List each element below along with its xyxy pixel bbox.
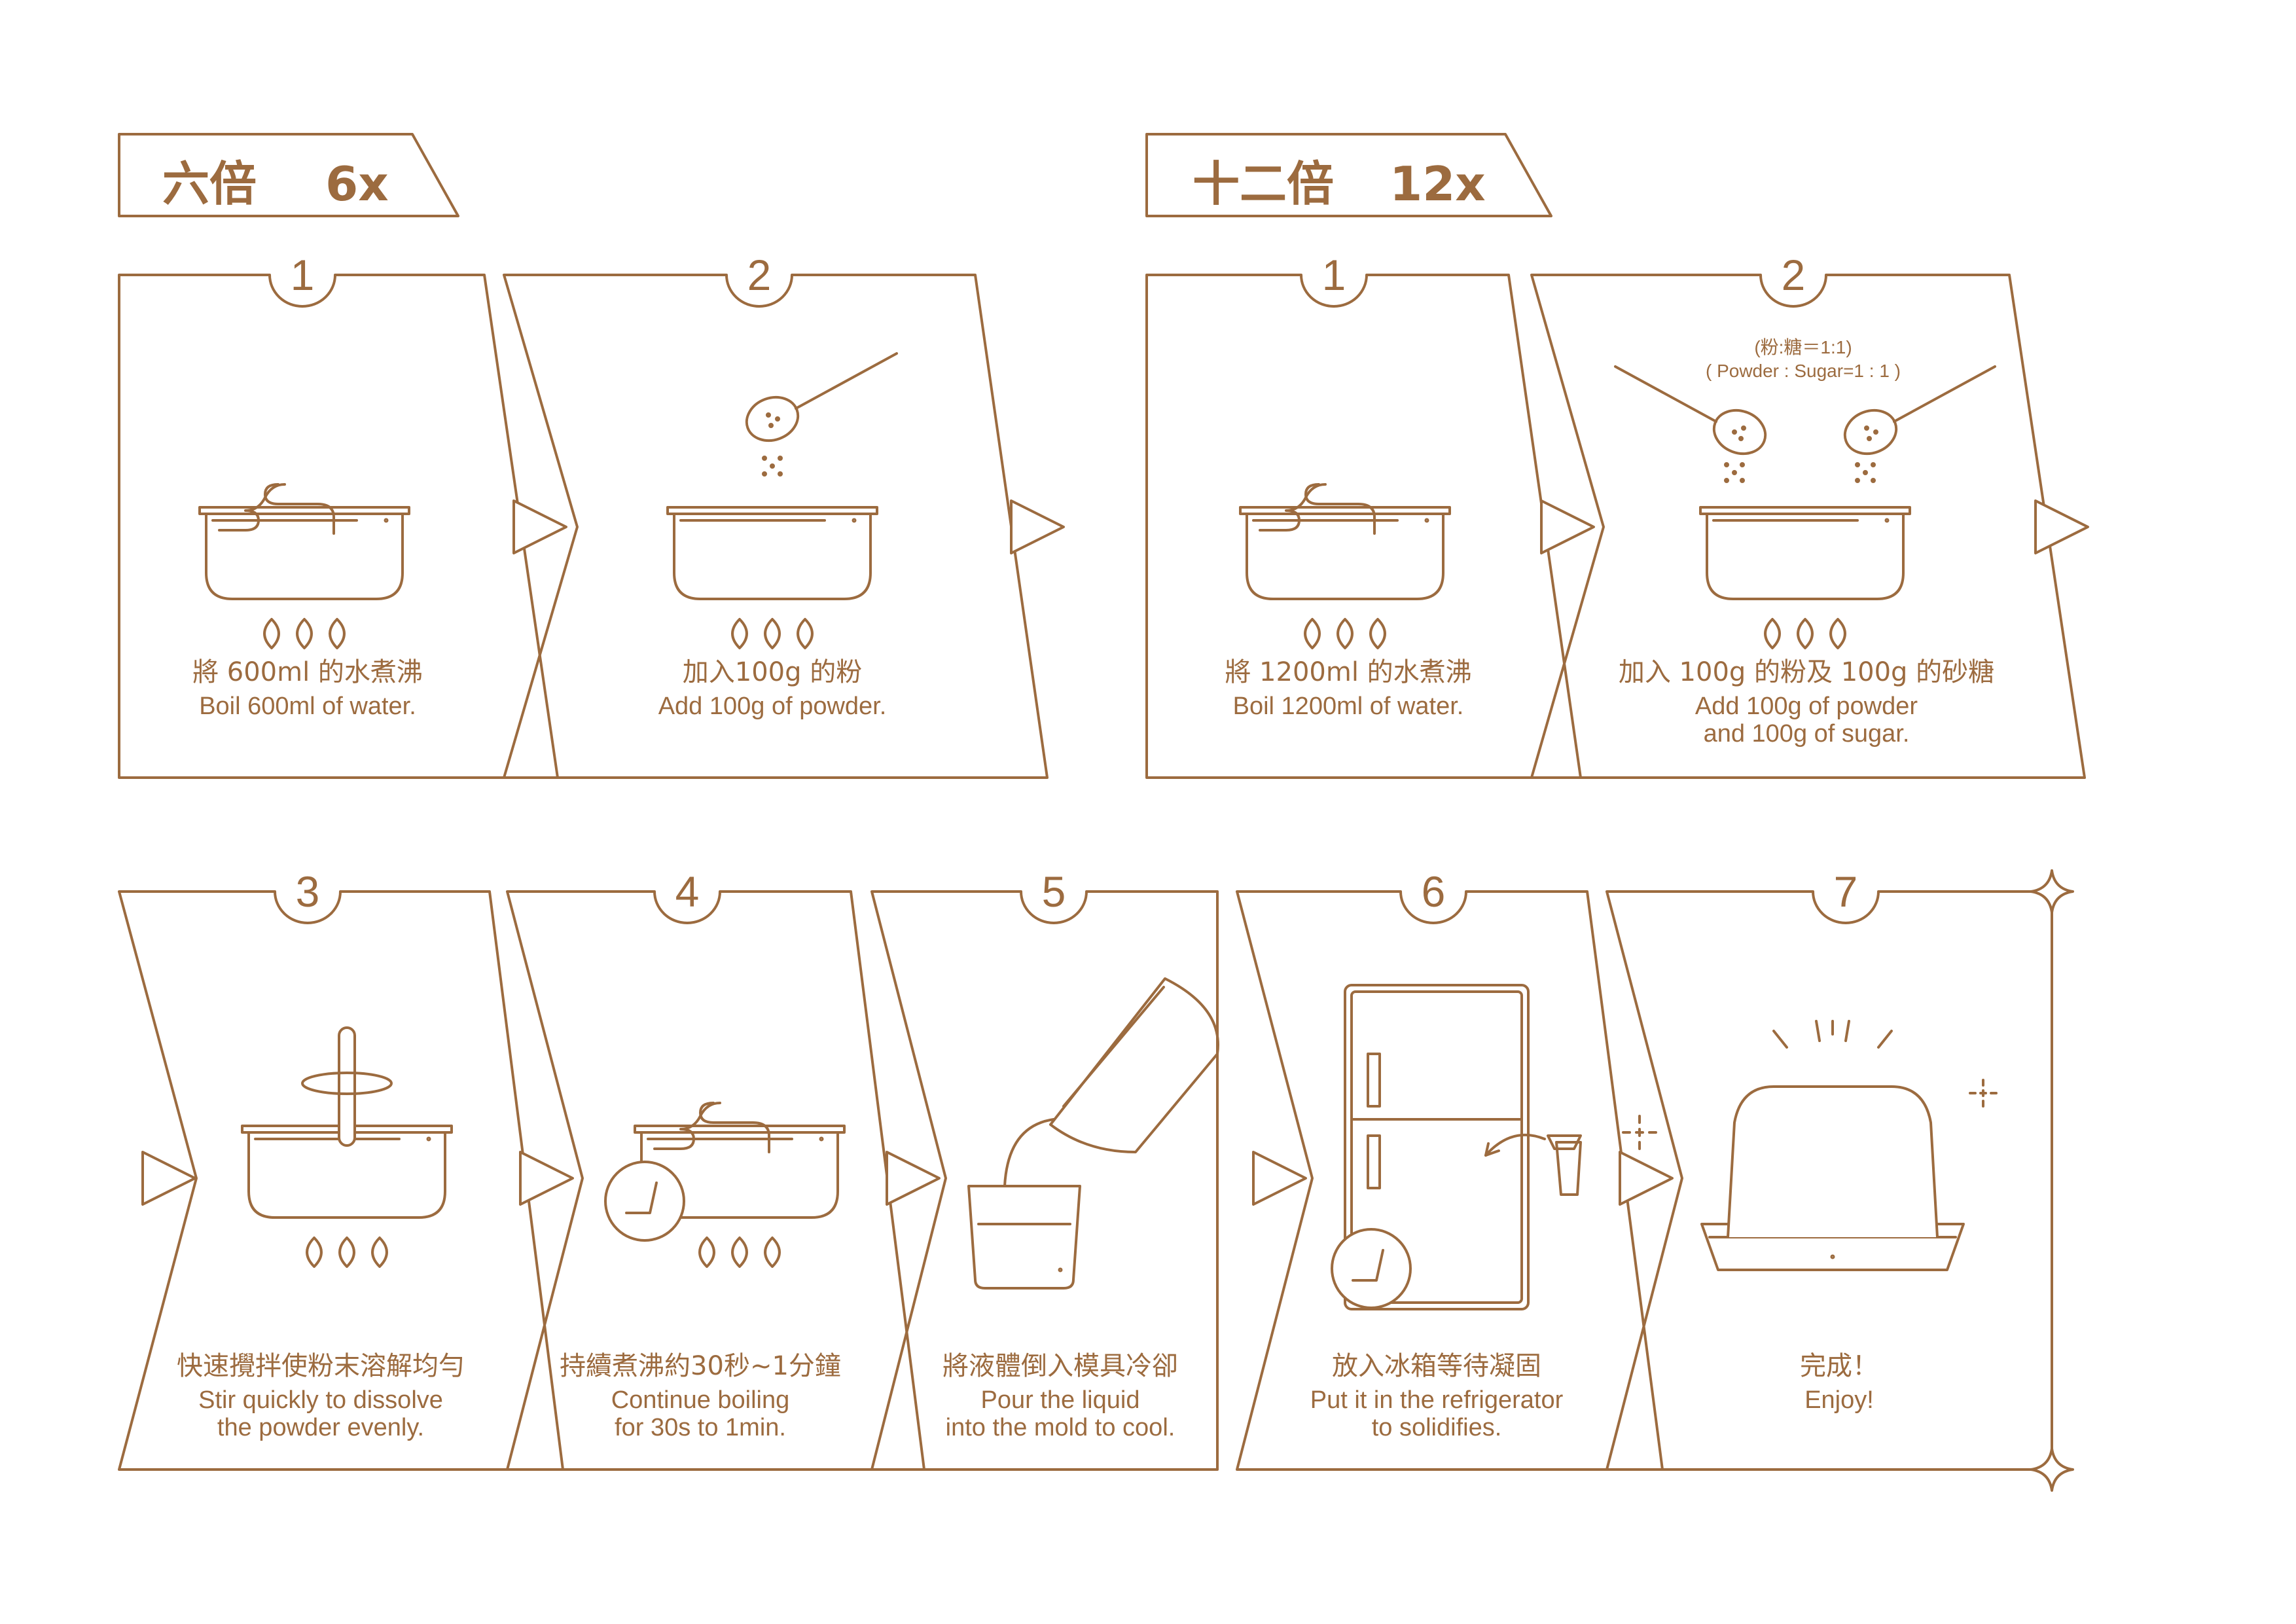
step-number: 1	[290, 251, 315, 299]
panel-step5	[870, 890, 1219, 1471]
caption-step3: 快速攪拌使粉末溶解均勻 Stir quickly to dissolve the…	[157, 1352, 484, 1442]
caption-en: Pour the liquid	[980, 1386, 1140, 1414]
stir-icon	[241, 1026, 453, 1268]
caption-zh: 持續煮沸約30秒~1分鐘	[560, 1351, 841, 1381]
ratio-note: (粉:糖＝1:1) ( Powder : Sugar=1 : 1 )	[1685, 336, 1921, 384]
caption-en: and 100g of sugar.	[1703, 720, 1910, 748]
caption-zh: 將液體倒入模具冷卻	[942, 1351, 1178, 1381]
caption-step6: 放入冰箱等待凝固 Put it in the refrigerator to s…	[1276, 1352, 1597, 1442]
step-number: 3	[295, 867, 320, 916]
caption-en: Add 100g of powder	[1695, 692, 1918, 720]
caption-en: Add 100g of powder.	[658, 692, 887, 720]
pour-icon	[967, 977, 1219, 1290]
section-12x-title: 十二倍 12x	[1193, 145, 1486, 214]
section-6x-tag	[118, 133, 459, 217]
section-6x-zh: 六倍	[162, 156, 257, 211]
caption-step4: 持續煮沸約30秒~1分鐘 Continue boiling for 30s to…	[543, 1352, 857, 1442]
section-12x-en: 12x	[1390, 156, 1486, 211]
caption-zh: 放入冰箱等待凝固	[1332, 1351, 1541, 1381]
caption-6x-step2: 加入100g 的粉 Add 100g of powder.	[609, 658, 936, 720]
fridge-icon	[1331, 984, 1582, 1310]
section-12x-zh: 十二倍	[1193, 156, 1335, 211]
step-number: 7	[1833, 867, 1858, 916]
caption-en: into the mold to cool.	[945, 1414, 1175, 1442]
ratio-zh: (粉:糖＝1:1)	[1754, 337, 1852, 357]
panel-step6	[1236, 890, 1664, 1471]
step-number: 2	[1781, 251, 1806, 299]
caption-6x-step1: 將 600ml 的水煮沸 Boil 600ml of water.	[151, 658, 465, 720]
step-number: 4	[675, 867, 700, 916]
caption-en: Enjoy!	[1804, 1386, 1874, 1414]
caption-en: Put it in the refrigerator	[1310, 1386, 1564, 1414]
caption-en: Boil 1200ml of water.	[1232, 692, 1464, 720]
caption-12x-step1: 將 1200ml 的水煮沸 Boil 1200ml of water.	[1178, 658, 1518, 720]
caption-zh: 將 600ml 的水煮沸	[192, 657, 423, 687]
caption-zh: 加入 100g 的粉及 100g 的砂糖	[1618, 657, 1995, 687]
caption-zh: 加入100g 的粉	[682, 657, 863, 687]
caption-en: for 30s to 1min.	[615, 1414, 786, 1442]
step-number: 6	[1421, 867, 1446, 916]
panel-6x-step1	[118, 274, 559, 779]
caption-zh: 完成！	[1800, 1351, 1878, 1381]
section-12x-tag	[1145, 133, 1552, 217]
step-number: 2	[747, 251, 772, 299]
ratio-en: ( Powder : Sugar=1 : 1 )	[1705, 361, 1901, 382]
caption-en: Continue boiling	[611, 1386, 790, 1414]
caption-zh: 快速攪拌使粉末溶解均勻	[177, 1351, 465, 1381]
pot-boiling-icon	[198, 483, 410, 649]
step-number: 5	[1041, 867, 1066, 916]
pot-boiling-icon-12x	[1239, 483, 1451, 649]
spoon-powder-icon	[666, 352, 898, 649]
caption-en: Stir quickly to dissolve	[198, 1386, 443, 1414]
two-spoons-icon	[1614, 365, 1996, 649]
panel-12x-step1	[1145, 274, 1582, 779]
jelly-icon	[1622, 1020, 1998, 1271]
panel-12x-step2	[1530, 274, 2086, 779]
panel-6x-step2	[503, 274, 1049, 779]
caption-step5: 將液體倒入模具冷卻 Pour the liquid into the mold …	[910, 1352, 1211, 1442]
clock-pot-icon	[604, 1102, 846, 1268]
panel-step3	[118, 890, 564, 1471]
section-6x-title: 六倍 6x	[162, 145, 389, 214]
caption-en: the powder evenly.	[217, 1414, 425, 1442]
caption-en: Boil 600ml of water.	[199, 692, 416, 720]
panel-step7	[1605, 890, 2053, 1471]
caption-zh: 將 1200ml 的水煮沸	[1225, 657, 1472, 687]
section-6x-en: 6x	[325, 156, 389, 211]
caption-12x-step2: 加入 100g 的粉及 100g 的砂糖 Add 100g of powder …	[1584, 658, 2029, 748]
caption-en: to solidifies.	[1371, 1414, 1502, 1442]
panel-step4	[506, 890, 925, 1471]
caption-step7: 完成！ Enjoy!	[1702, 1352, 1977, 1414]
step-number: 1	[1321, 251, 1346, 299]
